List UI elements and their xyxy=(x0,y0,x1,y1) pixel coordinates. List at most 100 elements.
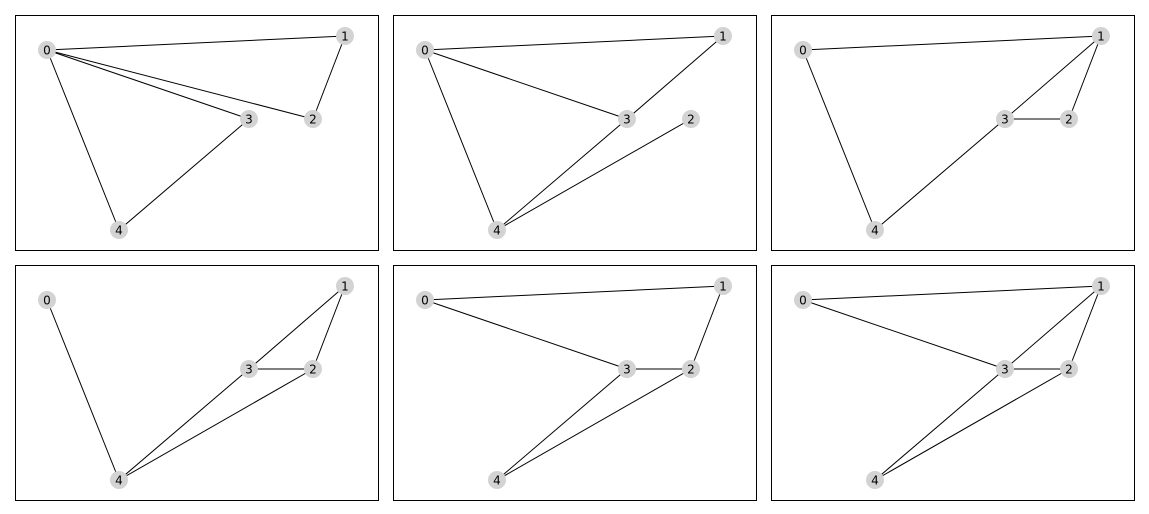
edge-2-4 xyxy=(118,368,314,481)
edge-3-4 xyxy=(496,368,628,481)
node-0-label: 0 xyxy=(799,44,807,58)
edge-3-4 xyxy=(118,368,250,481)
node-3-circle xyxy=(618,360,636,378)
edge-0-3 xyxy=(424,299,628,370)
node-1-label: 1 xyxy=(341,280,349,294)
node-1-circle xyxy=(714,277,732,295)
node-2-label: 2 xyxy=(687,363,695,377)
node-2-circle xyxy=(1060,110,1078,128)
edge-0-1 xyxy=(424,285,724,301)
node-4-label: 4 xyxy=(115,474,123,488)
node-0-circle xyxy=(794,41,812,59)
node-3-label: 3 xyxy=(1001,113,1009,127)
edge-3-4 xyxy=(118,118,250,231)
node-2-circle xyxy=(682,360,700,378)
node-2-label: 2 xyxy=(1065,113,1073,127)
node-1-label: 1 xyxy=(1097,30,1105,44)
node-0-circle xyxy=(38,291,56,309)
edge-1-3 xyxy=(1004,285,1102,370)
node-1-circle xyxy=(336,277,354,295)
node-0-label: 0 xyxy=(421,294,429,308)
edge-3-4 xyxy=(874,118,1006,231)
node-3-label: 3 xyxy=(623,363,631,377)
node-2-label: 2 xyxy=(687,113,695,127)
panel-frame xyxy=(15,265,379,501)
node-2-label: 2 xyxy=(309,363,317,377)
edge-0-2 xyxy=(46,49,314,120)
edge-1-3 xyxy=(1004,35,1102,120)
panel-frame xyxy=(393,265,757,501)
node-0-circle xyxy=(416,41,434,59)
node-3-label: 3 xyxy=(245,363,253,377)
edge-0-4 xyxy=(424,49,498,231)
node-4-label: 4 xyxy=(871,224,879,238)
node-4-circle xyxy=(488,221,506,239)
edge-3-4 xyxy=(496,118,628,231)
edge-2-4 xyxy=(496,118,692,231)
node-0-label: 0 xyxy=(421,44,429,58)
node-1-circle xyxy=(714,27,732,45)
edge-1-2 xyxy=(312,35,346,120)
node-1-circle xyxy=(1092,277,1110,295)
node-2-circle xyxy=(682,110,700,128)
node-4-circle xyxy=(110,221,128,239)
node-0-circle xyxy=(794,291,812,309)
node-3-label: 3 xyxy=(1001,363,1009,377)
node-4-circle xyxy=(488,471,506,489)
node-0-label: 0 xyxy=(43,44,51,58)
graph-panel-5: 0 1 2 3 4 xyxy=(393,265,757,501)
edge-1-2 xyxy=(1068,35,1102,120)
node-3-circle xyxy=(240,360,258,378)
edge-0-1 xyxy=(424,35,724,51)
node-3-label: 3 xyxy=(623,113,631,127)
node-0-circle xyxy=(38,41,56,59)
edge-2-4 xyxy=(874,368,1070,481)
node-1-circle xyxy=(336,27,354,45)
edge-0-3 xyxy=(46,49,250,120)
edge-0-4 xyxy=(46,299,120,481)
node-3-circle xyxy=(996,110,1014,128)
node-2-circle xyxy=(304,360,322,378)
edge-0-1 xyxy=(802,285,1102,301)
edge-3-4 xyxy=(874,368,1006,481)
node-2-circle xyxy=(304,110,322,128)
edge-0-4 xyxy=(802,49,876,231)
node-1-label: 1 xyxy=(341,30,349,44)
node-2-circle xyxy=(1060,360,1078,378)
edge-1-3 xyxy=(626,35,724,120)
edge-1-3 xyxy=(248,285,346,370)
node-4-circle xyxy=(110,471,128,489)
edge-0-3 xyxy=(424,49,628,120)
node-4-circle xyxy=(866,471,884,489)
node-0-label: 0 xyxy=(799,294,807,308)
edge-0-3 xyxy=(802,299,1006,370)
node-0-circle xyxy=(416,291,434,309)
node-4-label: 4 xyxy=(493,474,501,488)
node-3-circle xyxy=(996,360,1014,378)
edge-1-2 xyxy=(690,285,724,370)
node-4-label: 4 xyxy=(115,224,123,238)
panel-frame xyxy=(771,15,1135,251)
panel-frame xyxy=(771,265,1135,501)
edge-2-4 xyxy=(496,368,692,481)
edge-0-4 xyxy=(46,49,120,231)
node-3-circle xyxy=(618,110,636,128)
graph-panel-4: 0 1 2 3 4 xyxy=(15,265,379,501)
edge-1-2 xyxy=(1068,285,1102,370)
node-0-label: 0 xyxy=(43,294,51,308)
edge-1-2 xyxy=(312,285,346,370)
node-4-circle xyxy=(866,221,884,239)
node-1-label: 1 xyxy=(719,280,727,294)
node-4-label: 4 xyxy=(493,224,501,238)
edge-0-1 xyxy=(802,35,1102,51)
node-2-label: 2 xyxy=(1065,363,1073,377)
node-3-label: 3 xyxy=(245,113,253,127)
panel-frame xyxy=(15,15,379,251)
node-1-circle xyxy=(1092,27,1110,45)
node-1-label: 1 xyxy=(1097,280,1105,294)
panel-frame xyxy=(393,15,757,251)
